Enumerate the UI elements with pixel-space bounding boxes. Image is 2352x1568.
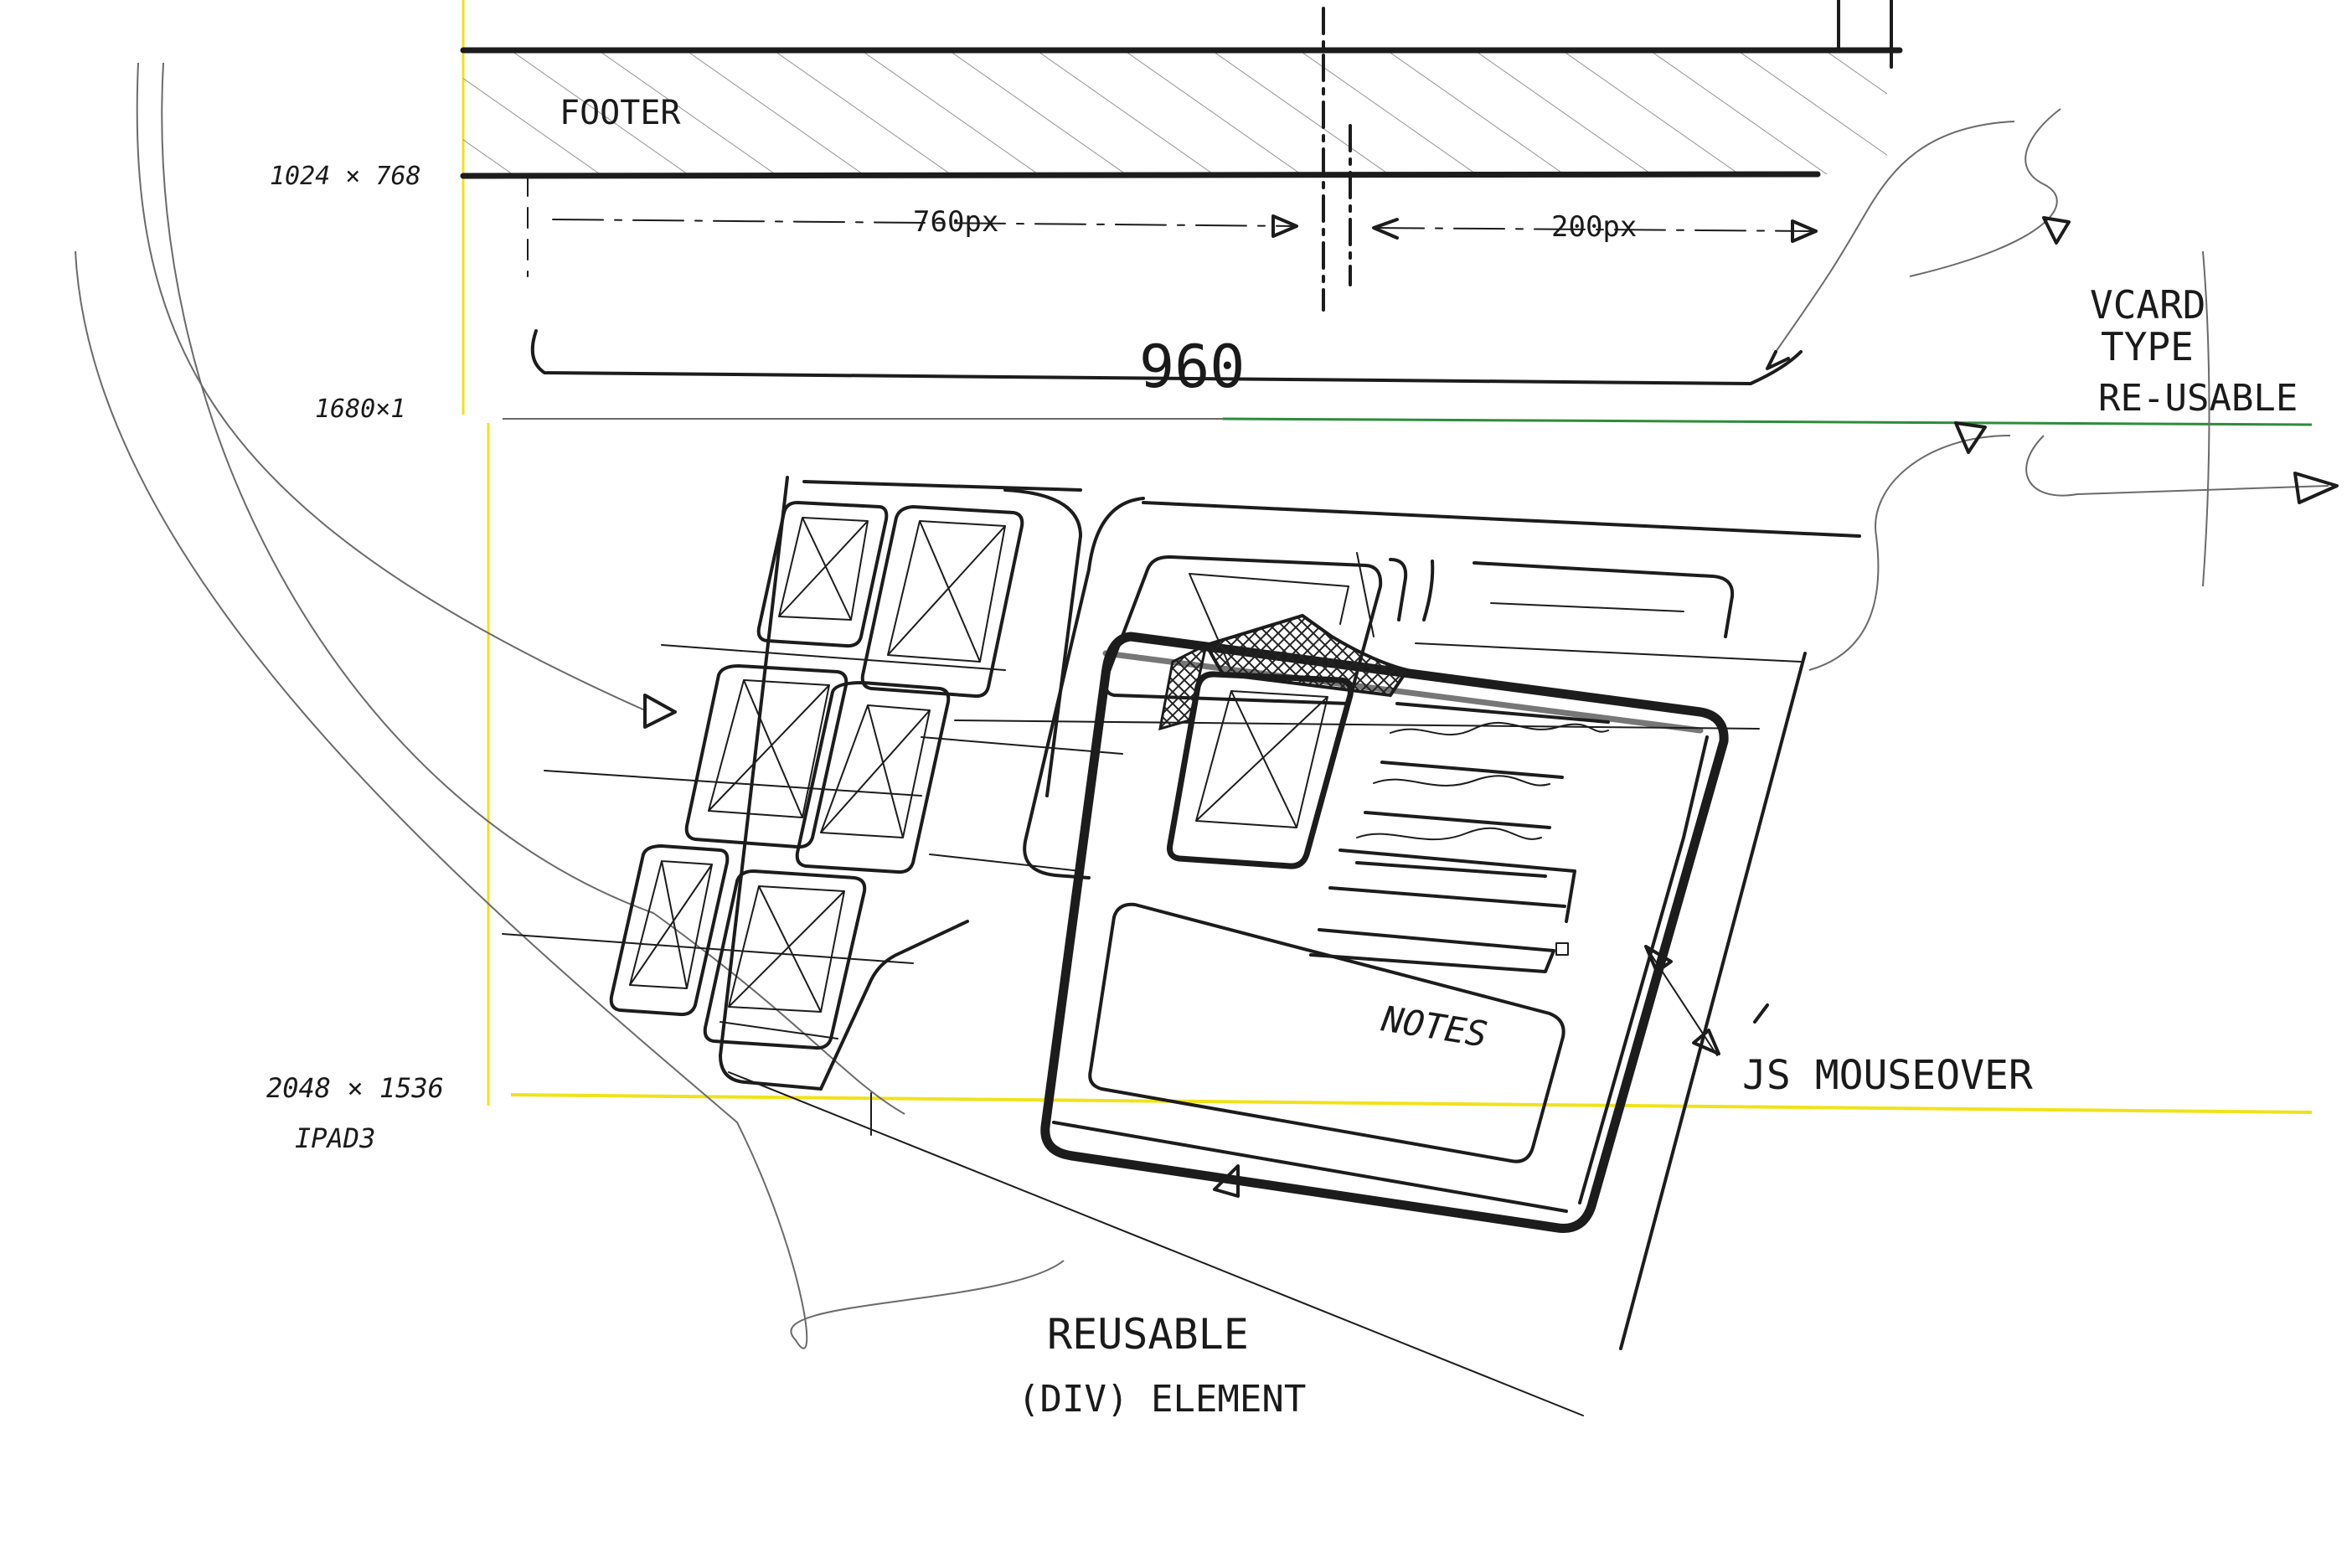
image-placeholder-6	[703, 869, 867, 1050]
image-placeholder-1	[756, 501, 889, 648]
vcard-text-lines	[1355, 702, 1610, 878]
vcard-label-line1: VCARD	[2090, 282, 2205, 328]
guide-green-horizontal	[1222, 417, 2313, 426]
resolution-1680-label: 1680×1	[315, 395, 405, 424]
guide-lines	[462, 0, 2313, 1114]
reusable-label-line2: (DIV) ELEMENT	[1018, 1378, 1306, 1421]
sweep-curves	[75, 62, 1065, 1349]
dimension-arrows	[530, 214, 1818, 385]
vcard-card	[1040, 632, 1729, 1233]
notes-field	[1088, 902, 1565, 1163]
js-mouseover-annotation	[1644, 945, 1720, 1056]
hover-highlight	[1158, 613, 1411, 731]
main-width-label: 760px	[913, 205, 998, 239]
reusable-label-line1: REUSABLE	[1047, 1310, 1249, 1359]
vcard-label-line2: TYPE	[2101, 324, 2194, 369]
resolution-2048-label: 2048 × 1536	[266, 1072, 444, 1104]
profile-image-placeholder	[1167, 671, 1354, 869]
total-width-label: 960	[1139, 333, 1245, 401]
resolution-1024-label: 1024 × 768	[270, 162, 421, 191]
perspective-lines	[728, 854, 1584, 1416]
image-grid-panel	[502, 476, 1082, 1091]
guide-yellow-horizontal	[510, 1093, 2313, 1114]
vcard-annotation	[1766, 108, 2339, 671]
image-placeholder-5	[609, 844, 730, 1017]
image-placeholder-3	[684, 664, 848, 849]
reusable-annotation	[1213, 1164, 1240, 1198]
footer-label: FOOTER	[560, 94, 681, 132]
footer-band	[460, 0, 1903, 312]
image-placeholder-2	[860, 505, 1024, 699]
vcard-module-panel	[819, 497, 1861, 1350]
vcard-input-fields	[1309, 848, 1576, 973]
js-mouseover-label: JS MOUSEOVER	[1742, 1052, 2033, 1099]
sidebar-width-label: 200px	[1551, 210, 1637, 244]
resolution-ipad-label: IPAD3	[295, 1122, 375, 1154]
vcard-label-line3: RE-USABLE	[2098, 377, 2298, 420]
image-placeholder-4	[795, 681, 951, 874]
notes-label: NOTES	[1378, 998, 1490, 1055]
